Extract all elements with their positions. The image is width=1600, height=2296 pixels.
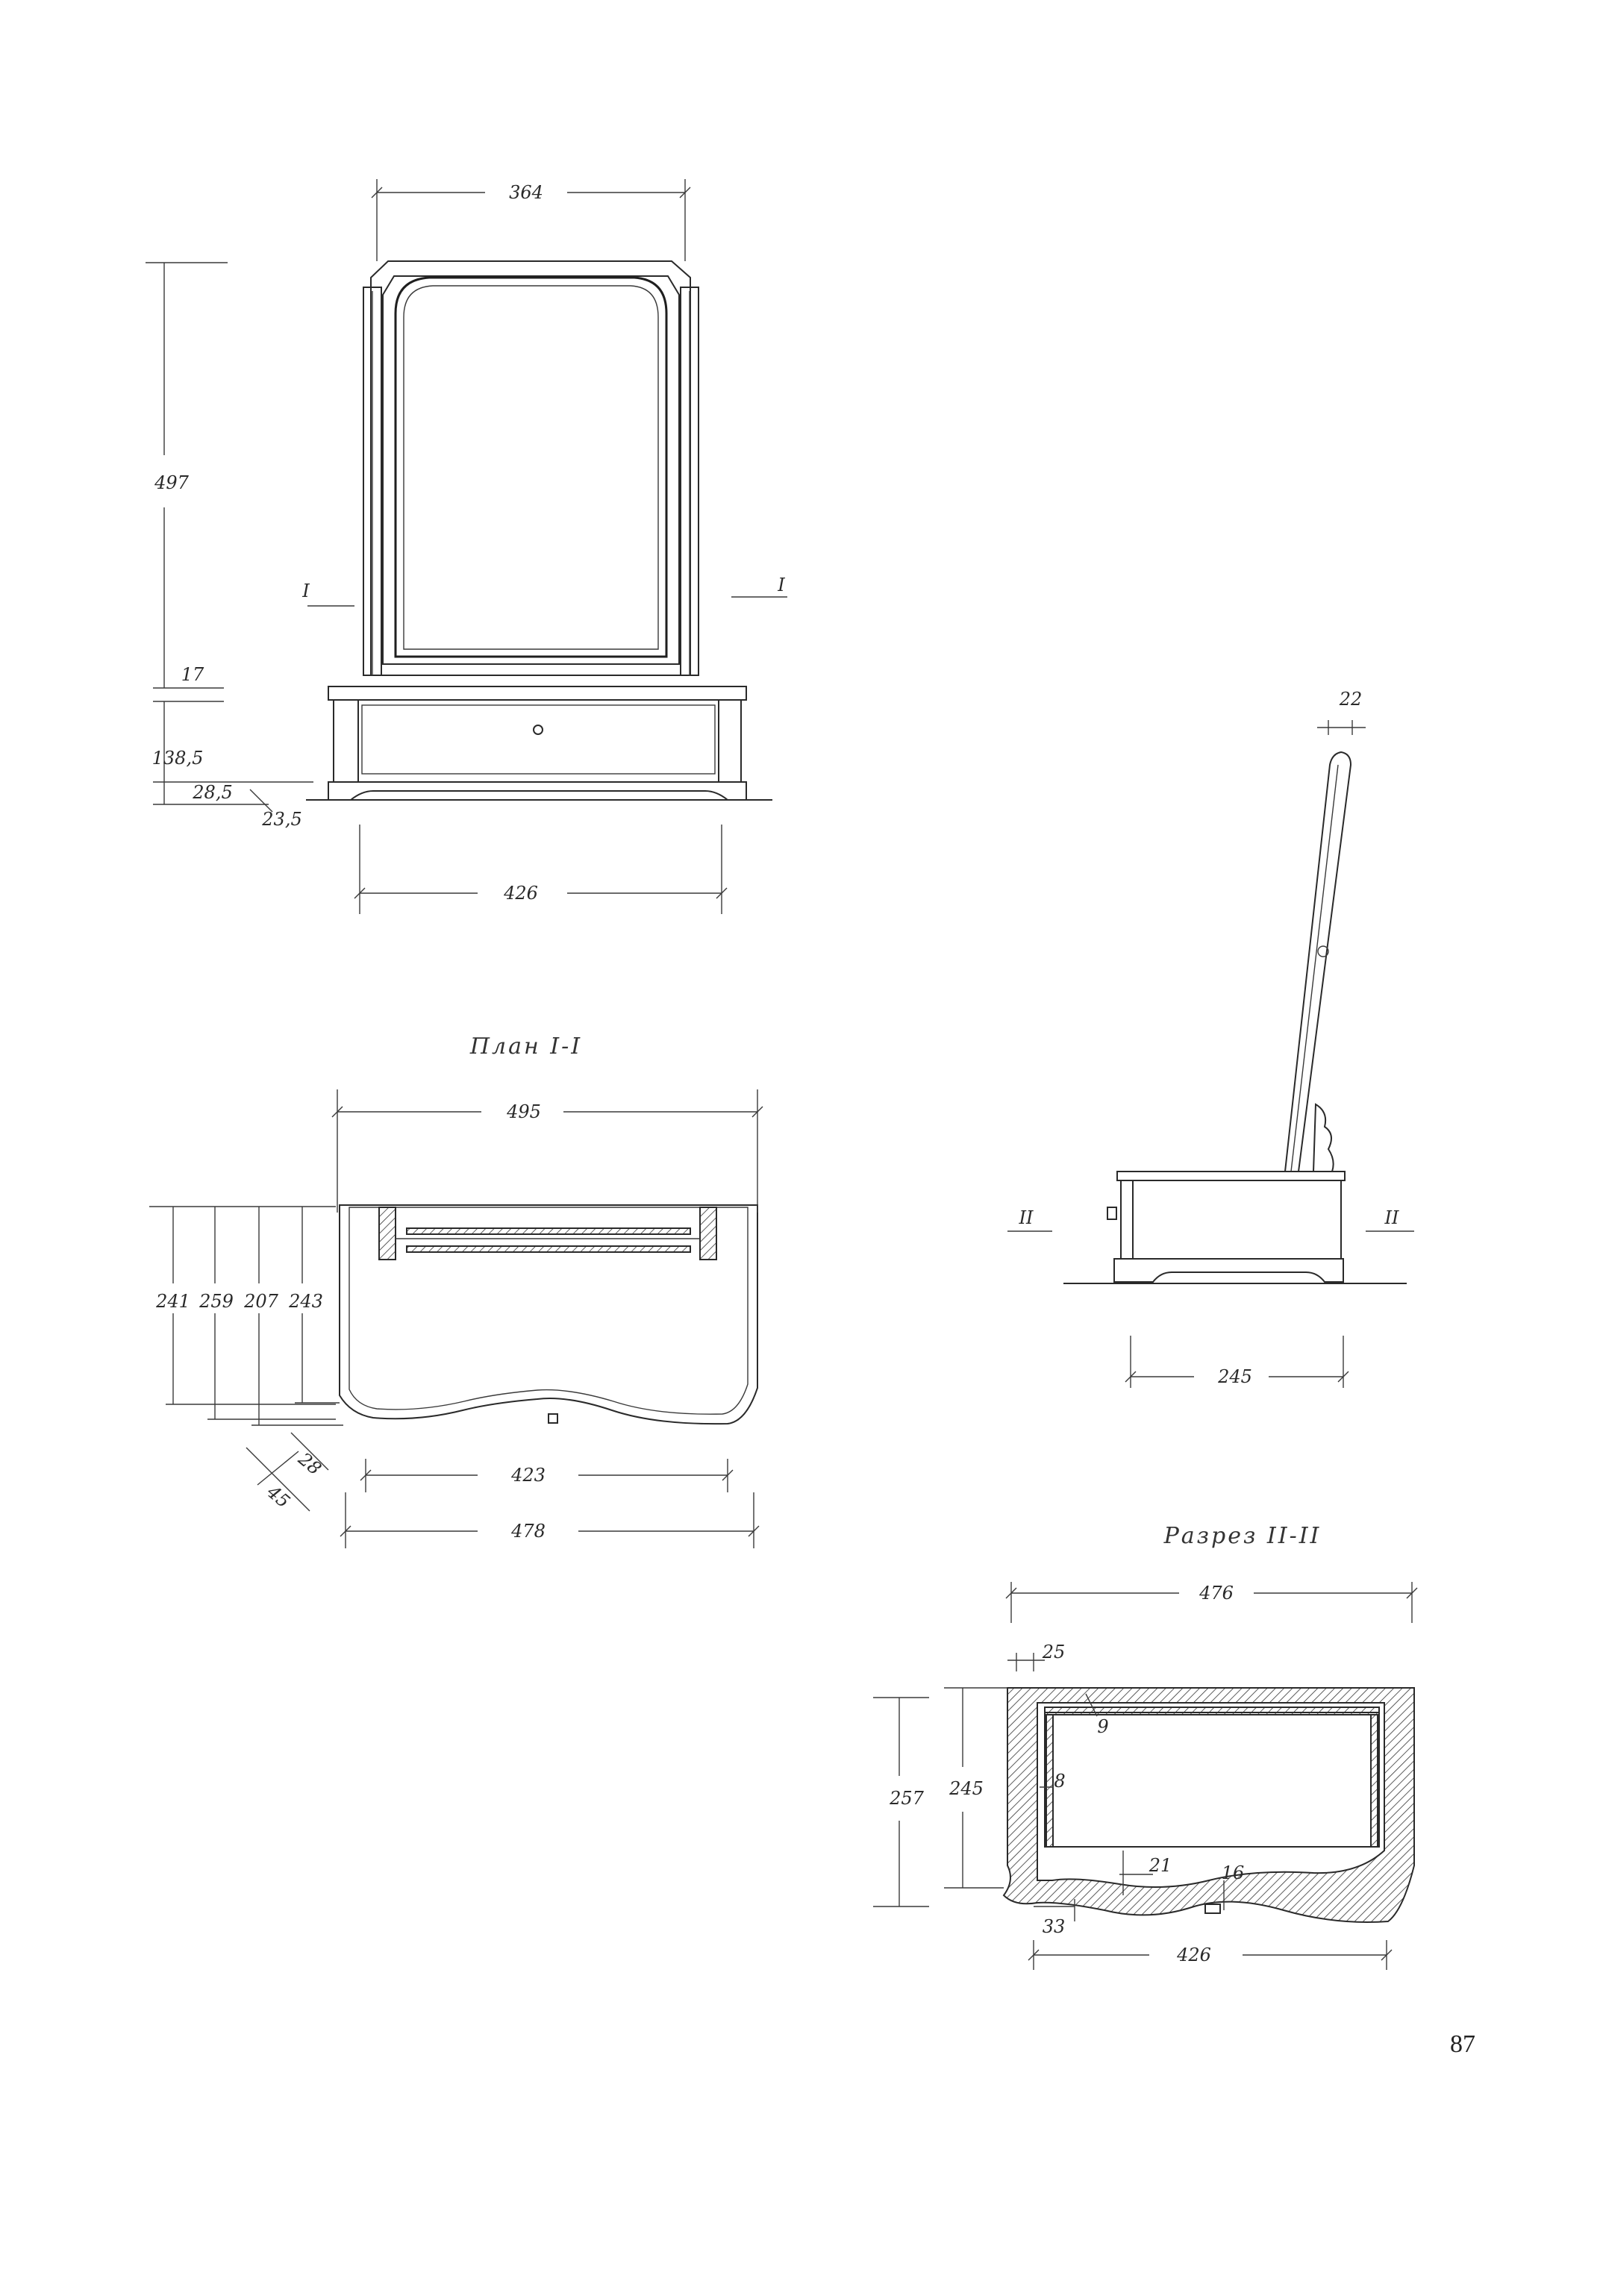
dim-478-label: 478 [510,1521,546,1542]
front-view: 364 497 17 138,5 28,5 23,5 [146,179,787,914]
dim-9-label: 9 [1097,1716,1108,1737]
dim-33-label: 33 [1043,1916,1066,1937]
section-view: Разрез II-II 476 25 9 8 [873,1523,1418,1970]
dim-364-label: 364 [509,182,543,203]
dim-plan-495: 495 [331,1089,763,1213]
plan-mirror-section-1 [406,1227,691,1235]
plan-outline [339,1204,758,1425]
dim-17-label: 17 [181,664,204,685]
dim-426-label: 426 [503,883,538,904]
plan-left-post [378,1207,396,1260]
dim-side-depth: 245 [1125,1336,1349,1388]
dim-241-label: 241 [155,1291,190,1312]
drawer-knob [533,725,543,735]
dim-mirror-height: 497 [146,262,228,689]
section-caption: Разрез II-II [1163,1523,1322,1549]
plan-view: План I-I 495 [149,1033,763,1548]
page-number: 87 [1450,2030,1475,2058]
mirror-frame-inner [382,275,680,665]
dim-45-label: 45 [263,1481,294,1513]
dim-22-label: 22 [1339,689,1363,710]
plan-mirror-section-2 [406,1245,691,1253]
section-mark-ii-right: II [1384,1207,1399,1228]
dim-28-label: 28 [294,1448,325,1480]
dim-17: 17 [153,664,224,702]
dim-245-label: 245 [1217,1366,1252,1387]
mirror-upright [1284,751,1352,1172]
dim-25-label: 25 [1042,1642,1066,1662]
section-drawer [1044,1712,1380,1848]
side-plinth [1113,1258,1344,1283]
dim-207-label: 207 [243,1291,279,1312]
mirror-glass [394,276,668,658]
dim-section-245-label: 245 [949,1778,984,1799]
dim-8-label: 8 [1054,1771,1065,1792]
dim-22: 22 [1317,689,1366,735]
dim-section-245: 245 [944,1687,1007,1889]
dim-243-label: 243 [288,1291,323,1312]
section-mark-i-right: I [777,575,785,595]
dim-section-476: 476 [1005,1582,1418,1623]
dim-plan-423: 423 [360,1459,734,1492]
dim-25: 25 [1007,1642,1065,1671]
section-knob [1204,1904,1221,1914]
side-view: 22 245 II II [1007,689,1414,1388]
plinth [328,781,747,801]
dim-23-5-label: 23,5 [261,809,301,830]
dim-257: 257 [873,1697,929,1907]
dim-495-label: 495 [506,1101,541,1122]
section-drawer-top [1044,1707,1380,1715]
section-drawer-right [1370,1714,1378,1848]
dim-plan-depths: 241 259 207 243 [149,1206,343,1426]
dim-mirror-width: 364 [371,179,691,261]
dim-476-label: 476 [1199,1583,1234,1604]
dim-28-5-label: 28,5 [192,782,232,803]
dim-23-5: 23,5 [249,789,302,830]
base-box [333,699,742,783]
side-base-box [1120,1180,1342,1260]
mirror-glass-inner [403,285,659,650]
side-knob [1107,1207,1117,1220]
section-mark-ii-left: II [1019,1207,1034,1228]
section-mark-i-left: I [301,581,310,601]
dim-138-5-label: 138,5 [152,748,204,769]
support-bracket [1312,1103,1334,1172]
dim-138-5: 138,5 [152,701,313,804]
dim-16-label: 16 [1222,1862,1245,1883]
mirror-frame-outer [370,260,691,676]
plan-caption: План I-I [469,1033,582,1060]
plan-knob [548,1413,558,1424]
dim-21-label: 21 [1149,1855,1172,1876]
dim-plan-478: 478 [340,1492,760,1548]
plan-outline-inner [349,1207,749,1415]
side-base-top [1116,1171,1346,1181]
section-drawer-left [1046,1714,1054,1848]
section-frame [1002,1687,1415,1923]
dim-259-label: 259 [199,1291,234,1312]
dim-497-label: 497 [154,472,190,493]
plan-right-post [699,1207,717,1260]
dim-plan-diagonals: 28 45 [246,1432,329,1513]
dim-423-label: 423 [510,1465,546,1486]
dim-28-5: 28,5 [153,782,269,805]
dim-section-426: 426 [1028,1940,1393,1970]
base-top-molding [328,686,747,701]
drawer-front [361,704,716,775]
dim-base-width: 426 [354,825,728,914]
dim-section-426-label: 426 [1176,1945,1211,1965]
dim-257-label: 257 [889,1788,925,1809]
